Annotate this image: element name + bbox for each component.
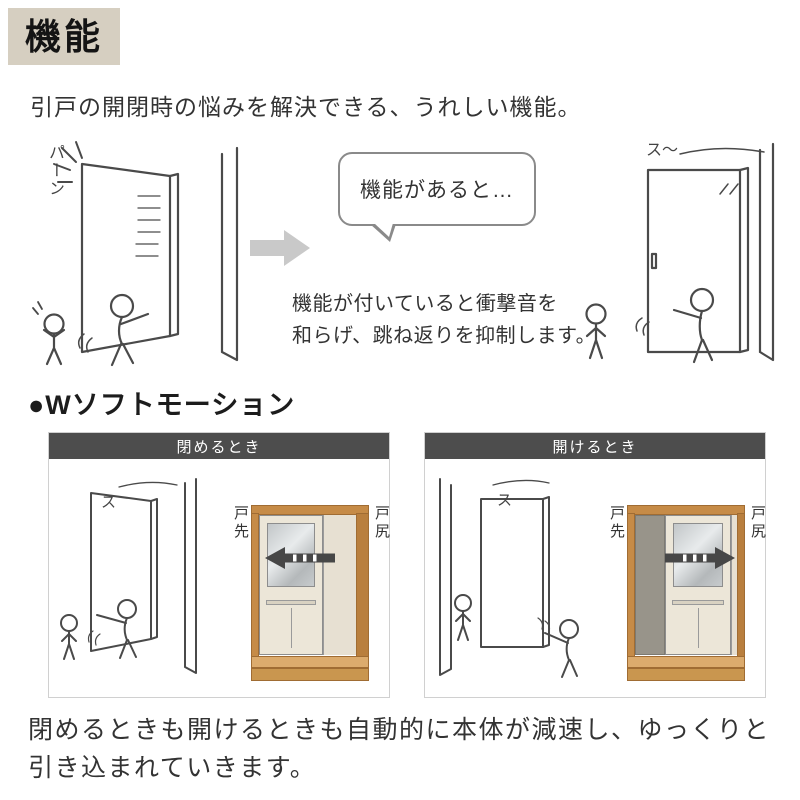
slide-arrow-left-icon bbox=[265, 547, 335, 569]
panel-closing-header: 閉めるとき bbox=[49, 433, 389, 459]
door-frame-beam bbox=[627, 505, 745, 515]
floor-front bbox=[251, 668, 369, 681]
door-front-label: 戸先 bbox=[608, 505, 625, 541]
door-frame-post-left bbox=[251, 513, 259, 657]
closing-sound-text: ス bbox=[101, 494, 117, 511]
intro-text: 引戸の開閉時の悩みを解決できる、うれしい機能。 bbox=[30, 94, 582, 120]
opening-door-diagram bbox=[627, 505, 745, 681]
door-stile bbox=[291, 608, 292, 648]
closing-door-diagram bbox=[251, 505, 369, 681]
door-pocket bbox=[731, 515, 737, 655]
door-frame-post-left bbox=[627, 513, 635, 657]
door-stile bbox=[698, 608, 699, 648]
door-front-label: 戸先 bbox=[232, 505, 249, 541]
caption-line-2: 和らげ、跳ね返りを抑制します。 bbox=[292, 325, 597, 347]
caption-text: 機能が付いていると衝撃音を 和らげ、跳ね返りを抑制します。 bbox=[292, 288, 596, 352]
caption-line-1: 機能が付いていると衝撃音を bbox=[292, 293, 558, 315]
panel-closing: 閉めるとき bbox=[48, 432, 390, 698]
opening-sound-text: ス bbox=[497, 492, 513, 509]
door-rail bbox=[672, 600, 724, 605]
slam-sound-text: パーン bbox=[46, 144, 63, 198]
open-doorway bbox=[635, 515, 665, 655]
speech-bubble: 機能があると… bbox=[338, 152, 536, 242]
section-title: ●Wソフトモーション bbox=[28, 390, 296, 420]
door-rear-label: 戸尻 bbox=[373, 505, 390, 541]
panel-closing-body: ス 戸先 bbox=[49, 459, 390, 697]
after-scene: ス～ bbox=[552, 136, 787, 370]
sliding-door bbox=[665, 515, 731, 655]
door-frame-beam bbox=[251, 505, 369, 515]
opening-door-sketch bbox=[439, 478, 579, 678]
transition-arrow-icon bbox=[250, 230, 310, 266]
closing-sketch bbox=[53, 471, 223, 686]
slide-arrow-right-icon bbox=[665, 547, 735, 569]
function-comparison-illustration: パーン 機能があると… 機能が付いていると衝撃音を 和らげ、跳ね返りを抑制します… bbox=[0, 130, 800, 380]
soft-sound-text: ス～ bbox=[646, 142, 679, 159]
door-rear-label: 戸尻 bbox=[749, 505, 766, 541]
panel-opening-body: ス 戸先 bbox=[425, 459, 766, 697]
panel-opening-header: 開けるとき bbox=[425, 433, 765, 459]
door-frame-post-right bbox=[356, 513, 369, 657]
sliding-door bbox=[259, 515, 323, 655]
page-title: 機能 bbox=[8, 8, 121, 66]
soft-motion-panels: 閉めるとき bbox=[0, 432, 800, 700]
footer-text: 閉めるときも開けるときも自動的に本体が減速し、ゆっくりと引き込まれていきます。 bbox=[28, 716, 771, 782]
before-scene: パーン bbox=[18, 138, 253, 370]
panel-opening: 開けるとき bbox=[424, 432, 766, 698]
opening-sketch bbox=[429, 471, 599, 686]
door-rail bbox=[266, 600, 316, 605]
closing-door-sketch bbox=[60, 478, 197, 674]
door-frame-post-right bbox=[737, 513, 745, 657]
door-pocket bbox=[323, 515, 356, 655]
floor-front bbox=[627, 668, 745, 681]
floor-top bbox=[251, 656, 369, 668]
door-slam-sketch bbox=[32, 141, 239, 367]
floor-top bbox=[627, 656, 745, 668]
speech-bubble-text: 機能があると… bbox=[360, 179, 514, 202]
door-soft-close-sketch bbox=[585, 142, 775, 364]
